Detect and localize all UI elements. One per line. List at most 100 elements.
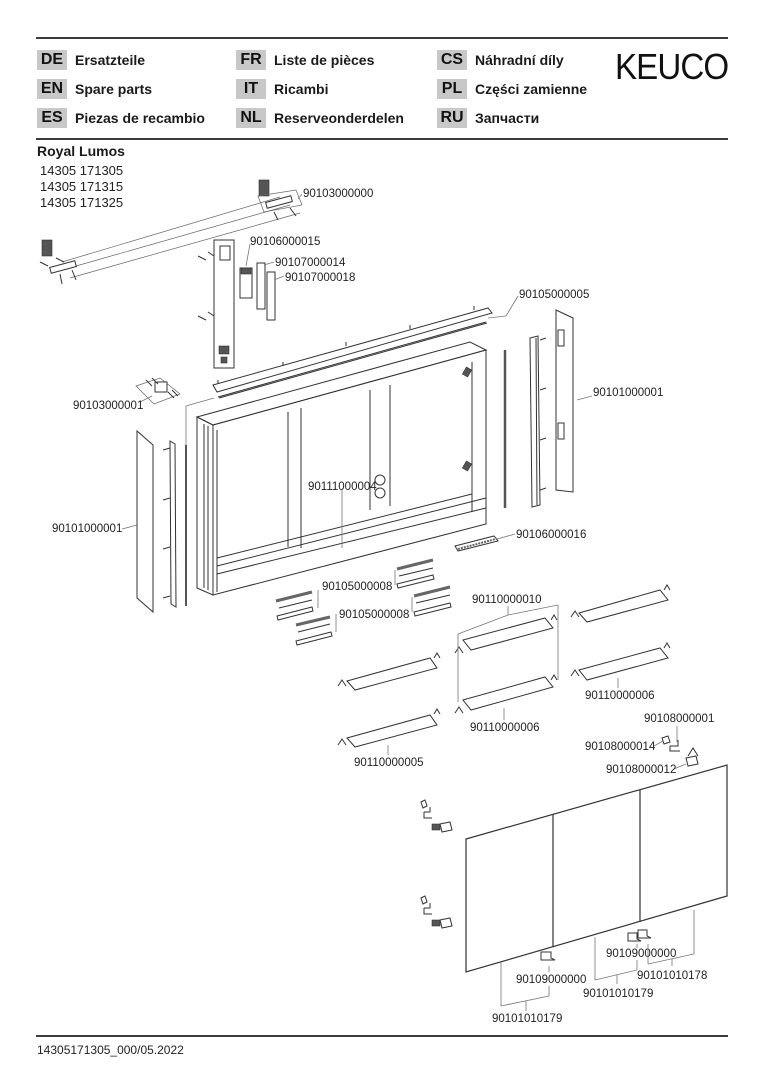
- door-handle: [627, 929, 652, 942]
- lang-label: Náhradní díly: [475, 52, 564, 68]
- lang-label: Reserveonderdelen: [274, 110, 404, 126]
- label-shelf-right: 90110000006: [585, 678, 655, 702]
- label-shelf-set: 90110000010: [457, 594, 559, 702]
- part-number-label: 90110000005: [354, 757, 424, 769]
- left-side-profile: [162, 440, 177, 608]
- left-side-panel: [136, 429, 154, 614]
- profile-set: [394, 558, 435, 589]
- part-number-label: 90110000006: [585, 690, 655, 702]
- brand-logo: KEUCO: [615, 46, 729, 87]
- label-led-strip-right: 90105000005: [487, 289, 589, 319]
- shelf: [570, 642, 671, 681]
- label-cabinet-body: 90111000004: [308, 481, 377, 548]
- mirror-doors: [465, 764, 728, 973]
- lang-en: EN Spare parts: [37, 79, 152, 99]
- label-shelf-left: 90110000005: [354, 745, 424, 769]
- part-number-label: 90108000012: [606, 764, 676, 776]
- profile-set: [275, 590, 319, 621]
- lang-code-badge: RU: [437, 108, 467, 128]
- label-hinge-cover: 90108000014: [585, 740, 664, 753]
- part-number-label: 90103000000: [303, 188, 373, 200]
- part-number-label: 90110000006: [470, 722, 540, 734]
- part-number-label: 90111000004: [308, 481, 377, 493]
- lang-label: Запчасти: [475, 110, 540, 126]
- lang-pl: PL Części zamienne: [437, 79, 587, 99]
- lang-nl: NL Reserveonderdelen: [236, 108, 404, 128]
- label-top-bracket: 90103000000: [297, 188, 373, 200]
- lang-code-badge: PL: [437, 79, 467, 99]
- part-number-label: 90105000008: [322, 581, 392, 593]
- label-bottom-light: 90106000016: [496, 529, 586, 541]
- document-id: 14305171305_000/05.2022: [37, 1043, 184, 1057]
- part-number-label: 90101010179: [492, 1013, 562, 1025]
- label-handle-left: 90109000000: [516, 966, 586, 986]
- electronics-module: [239, 267, 253, 299]
- footer-rule: [36, 1035, 728, 1037]
- lang-code-badge: FR: [236, 50, 266, 70]
- part-number-label: 90107000018: [285, 272, 355, 284]
- top-mounting-rail: [39, 179, 303, 285]
- part-number-label: 90105000008: [339, 609, 409, 621]
- lang-label: Spare parts: [75, 81, 153, 97]
- door-handle: [540, 951, 556, 961]
- label-cover-b: 90107000018: [273, 272, 355, 284]
- lang-it: IT Ricambi: [236, 79, 328, 99]
- profile-set: [295, 614, 337, 646]
- lang-code-badge: DE: [37, 50, 67, 70]
- electronics-plate: [197, 239, 235, 369]
- label-handle-right: 90109000000: [606, 944, 676, 960]
- top-led-strip: [212, 306, 493, 399]
- part-number-label: 90105000005: [519, 289, 589, 301]
- label-electronics-module: 90106000015: [245, 236, 320, 267]
- lang-de: DE Ersatzteile: [37, 50, 145, 70]
- right-side-profile: [529, 335, 547, 508]
- part-number-label: 90107000014: [275, 257, 346, 269]
- hinge-parts: [661, 735, 699, 767]
- label-profile-set-a: 90105000008: [322, 581, 392, 593]
- door-hinge-left-bottom: [420, 895, 453, 929]
- label-cover-a: 90107000014: [263, 257, 346, 269]
- cover-parts: [256, 262, 276, 321]
- lang-code-badge: CS: [437, 50, 467, 70]
- lang-ru: RU Запчасти: [437, 108, 539, 128]
- label-hinge-clip: 90108000012: [606, 763, 687, 776]
- lang-label: Ersatzteile: [75, 52, 146, 68]
- lang-code-badge: ES: [37, 108, 67, 128]
- lang-label: Liste de pièces: [274, 52, 375, 68]
- label-door-left: 90101010179: [492, 962, 562, 1025]
- part-number-label: 90106000016: [516, 529, 586, 541]
- shelf: [454, 674, 558, 714]
- part-number-label: 90101010179: [583, 988, 653, 1000]
- lang-code-badge: NL: [236, 108, 266, 128]
- label-side-bracket-left: 90103000001: [73, 395, 153, 412]
- cabinet-body: [195, 341, 488, 596]
- label-hinge: 90108000001: [644, 713, 714, 742]
- product-title: Royal Lumos: [37, 143, 125, 159]
- label-door-right: 90101010178: [637, 910, 707, 982]
- shelf: [337, 652, 441, 691]
- profile-set: [411, 585, 452, 617]
- part-number-label: 90109000000: [516, 974, 586, 986]
- part-number-label: 90106000015: [250, 236, 320, 248]
- header-bottom-rule: [36, 138, 728, 140]
- header-top-rule: [36, 37, 728, 39]
- part-number-label: 90101010178: [637, 970, 707, 982]
- model-number: 14305 171325: [40, 195, 124, 210]
- part-number-label: 90101000001: [593, 387, 663, 399]
- part-number-label: 90110000010: [472, 594, 542, 606]
- label-door-center: 90101010179: [583, 937, 653, 1000]
- label-side-panel-right: 90101000001: [576, 387, 663, 401]
- shelf: [454, 614, 558, 654]
- part-number-label: 90103000001: [73, 400, 143, 412]
- bottom-light: [454, 535, 499, 552]
- label-profile-set-b: 90105000008: [339, 609, 409, 621]
- label-side-panel-left: 90101000001: [52, 523, 138, 535]
- model-number: 14305 171315: [40, 179, 124, 194]
- lang-label: Piezas de recambio: [75, 110, 205, 126]
- door-hinge-left-top: [420, 799, 453, 833]
- lang-fr: FR Liste de pièces: [236, 50, 374, 70]
- lang-es: ES Piezas de recambio: [37, 108, 205, 128]
- shelf: [337, 708, 441, 748]
- lang-label: Ricambi: [274, 81, 329, 97]
